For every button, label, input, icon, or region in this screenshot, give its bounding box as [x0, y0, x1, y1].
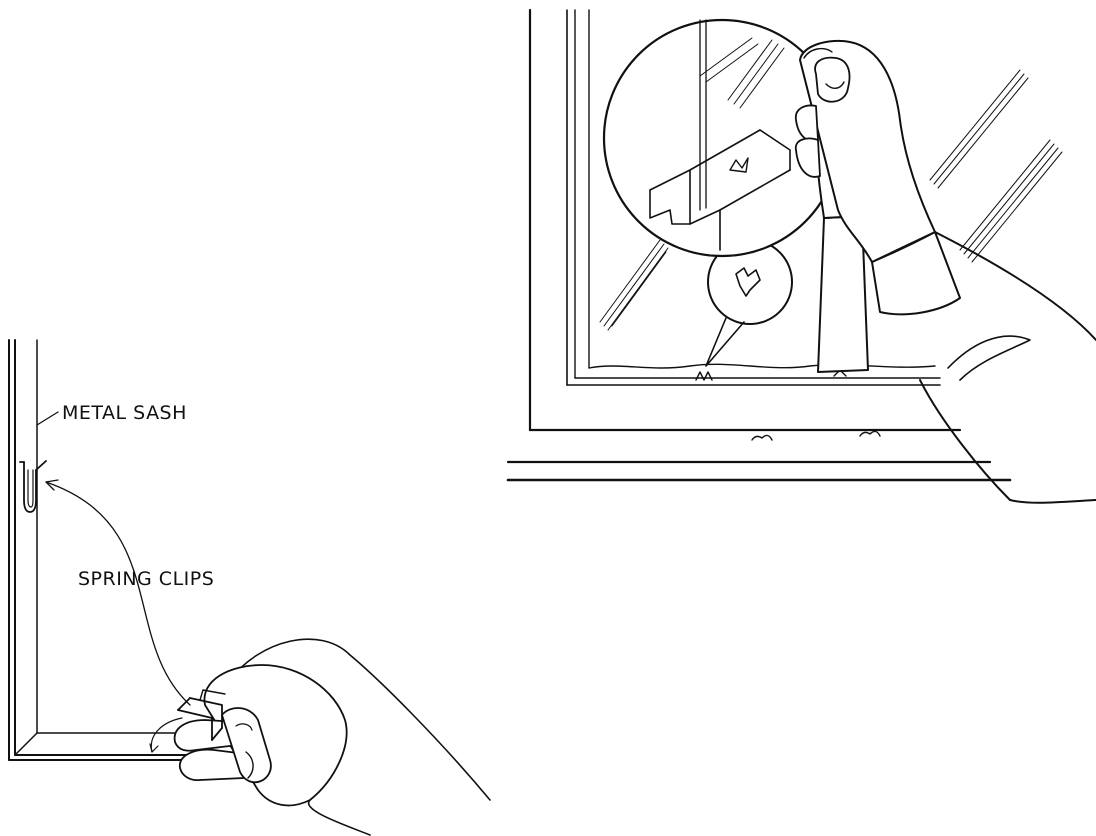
glazing-illustration — [508, 10, 1096, 503]
hand-with-putty-knife — [796, 41, 1096, 503]
metal-sash-leader — [37, 412, 58, 425]
hand-with-clip — [175, 639, 490, 835]
metal-sash-label: METAL SASH — [62, 402, 187, 424]
spring-clips-arrow — [46, 480, 190, 705]
metal-sash-illustration: METAL SASH SPRING CLIPS — [9, 340, 490, 835]
spring-clips-label: SPRING CLIPS — [78, 568, 214, 590]
spring-clip-mounted — [20, 461, 46, 512]
glazier-point-callout — [706, 240, 792, 366]
